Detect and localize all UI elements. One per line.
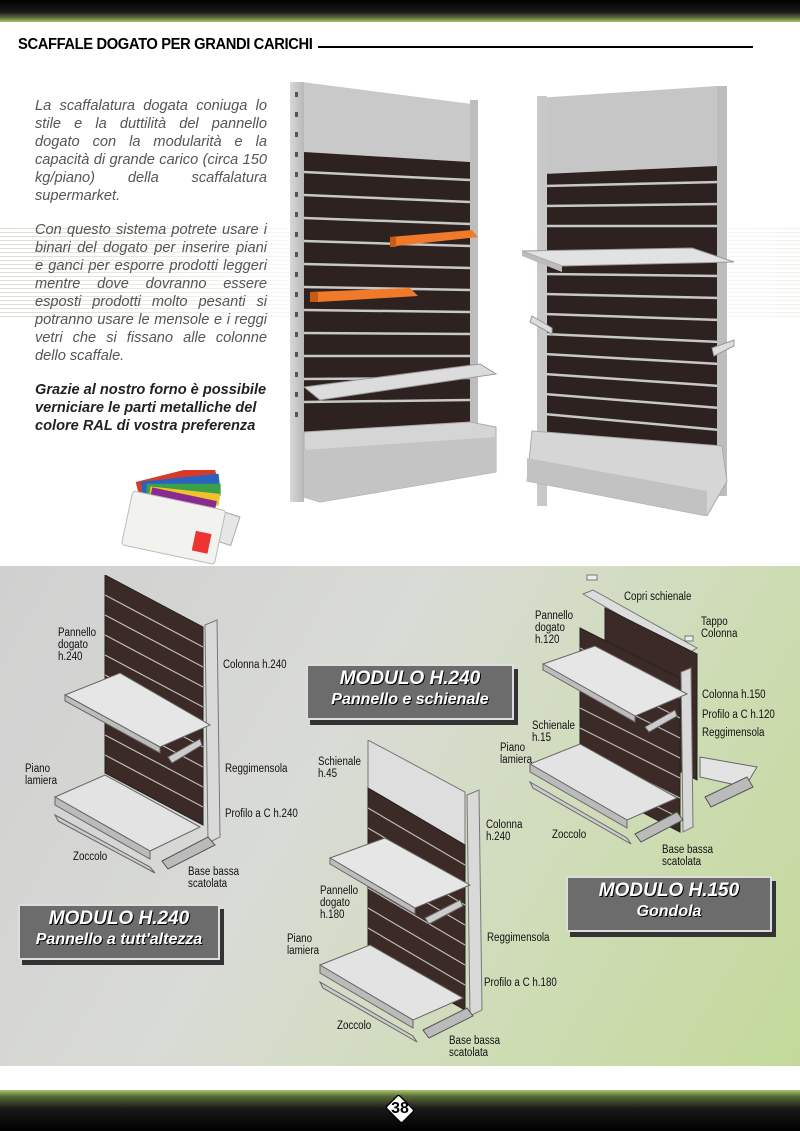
label-reggimensola-1: Reggimensola: [225, 763, 288, 775]
product-photo-front: [290, 82, 510, 512]
diagram-gondola: [525, 572, 765, 862]
diagram-panel-back: [315, 740, 495, 1050]
label-copri-schienale: Copri schienale: [624, 591, 692, 603]
label-profilo-180: Profilo a C h.180: [484, 977, 557, 989]
page-number: 38: [391, 1100, 409, 1117]
product-photo-angle: [522, 86, 737, 516]
module-label-panel-back: MODULO H.240 Pannello e schienale: [306, 664, 514, 720]
top-header-band: [0, 0, 800, 22]
label-zoccolo-1: Zoccolo: [73, 851, 108, 863]
label-colonna-150: Colonna h.150: [702, 689, 766, 701]
label-profilo-240: Profilo a C h.240: [225, 808, 298, 820]
ral-color-fan-icon: [118, 470, 243, 565]
label-reggimensola-2: Reggimensola: [487, 932, 550, 944]
module-label-full-height: MODULO H.240 Pannello a tutt'altezza: [18, 904, 220, 960]
label-zoccolo-2: Zoccolo: [337, 1020, 372, 1032]
intro-paragraph-3: Grazie al nostro forno è possibile verni…: [35, 382, 267, 434]
intro-paragraph-2: Con questo sistema potrete usare i binar…: [35, 222, 267, 364]
page-title: SCAFFALE DOGATO PER GRANDI CARICHI: [18, 36, 313, 53]
label-reggimensola-3: Reggimensola: [702, 727, 765, 739]
section-heading: SCAFFALE DOGATO PER GRANDI CARICHI: [18, 36, 753, 56]
heading-rule: [318, 46, 753, 48]
label-zoccolo-3: Zoccolo: [552, 829, 587, 841]
label-colonna-240: Colonna h.240: [223, 659, 287, 671]
intro-text: La scaffalatura dogata coniuga lo stile …: [35, 97, 267, 451]
module-label-gondola: MODULO H.150 Gondola: [566, 876, 772, 932]
intro-paragraph-1: La scaffalatura dogata coniuga lo stile …: [35, 98, 267, 204]
diagram-full-height: [50, 575, 240, 875]
label-profilo-120: Profilo a C h.120: [702, 709, 775, 721]
